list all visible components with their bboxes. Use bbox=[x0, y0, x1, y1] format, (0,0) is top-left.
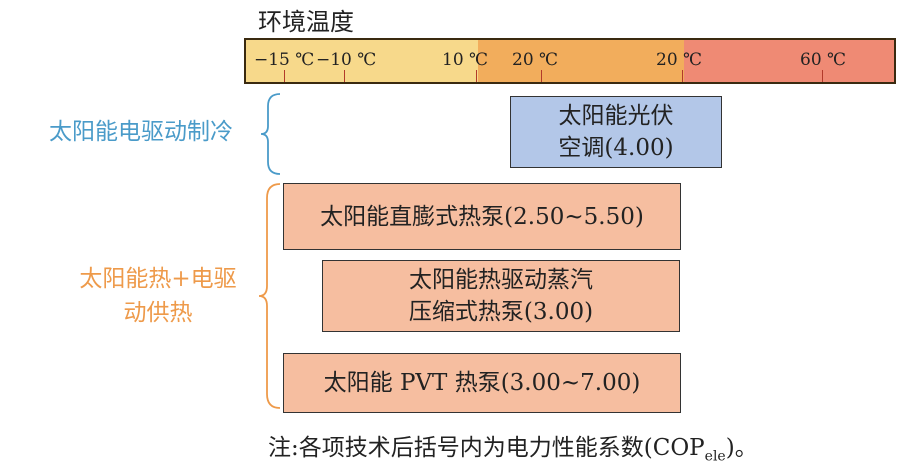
tick-label: −15 ℃ bbox=[254, 50, 315, 70]
tick-mark bbox=[541, 70, 542, 82]
temperature-ticks: −15 ℃ −10 ℃ 10 ℃ 20 ℃ 20 ℃ 60 ℃ bbox=[244, 38, 896, 84]
heating-label-line1: 太阳能热+电驱 bbox=[79, 266, 237, 292]
tick-label: −10 ℃ bbox=[316, 50, 377, 70]
cooling-group-label: 太阳能电驱动制冷 bbox=[49, 119, 233, 145]
heating-label-line2: 动供热 bbox=[123, 300, 193, 326]
direct-expansion-label: 太阳能直膨式热泵(2.50~5.50) bbox=[320, 203, 644, 230]
tick-mark bbox=[284, 70, 285, 82]
tick-mark bbox=[476, 70, 477, 82]
heating-group-label: 太阳能热+电驱 动供热 bbox=[60, 262, 256, 330]
footnote: 注:各项技术后括号内为电力性能系数(COPele)。 bbox=[268, 428, 758, 465]
note-suffix: )。 bbox=[725, 435, 758, 461]
thermal-driven-line1: 太阳能热驱动蒸汽 bbox=[409, 267, 593, 293]
tick-label: 20 ℃ bbox=[512, 50, 559, 70]
note-prefix: 注:各项技术后括号内为电力性能系数(COP bbox=[268, 435, 705, 461]
thermal-driven-heat-pump-box: 太阳能热驱动蒸汽 压缩式热泵(3.00) bbox=[322, 260, 680, 332]
note-subscript: ele bbox=[704, 448, 726, 465]
bar-segment-high bbox=[684, 40, 894, 82]
thermal-driven-line2: 压缩式热泵(3.00) bbox=[408, 299, 594, 325]
tick-label: 10 ℃ bbox=[442, 50, 489, 70]
bar-segment-mid bbox=[478, 40, 684, 82]
tick-label: 20 ℃ bbox=[656, 50, 703, 70]
tick-mark bbox=[822, 70, 823, 82]
heating-brace bbox=[258, 183, 281, 409]
cooling-brace bbox=[260, 93, 281, 175]
tick-label: 60 ℃ bbox=[800, 50, 847, 70]
pv-air-conditioner-box: 太阳能光伏 空调(4.00) bbox=[510, 96, 722, 168]
direct-expansion-heat-pump-box: 太阳能直膨式热泵(2.50~5.50) bbox=[283, 183, 681, 250]
diagram-title: 环境温度 bbox=[258, 8, 354, 36]
tick-mark bbox=[344, 70, 345, 82]
pv-ac-line2: 空调(4.00) bbox=[558, 135, 674, 161]
tick-mark bbox=[682, 70, 683, 82]
pv-ac-line1: 太阳能光伏 bbox=[558, 103, 674, 129]
pvt-label: 太阳能 PVT 热泵(3.00~7.00) bbox=[323, 370, 641, 396]
pvt-heat-pump-box: 太阳能 PVT 热泵(3.00~7.00) bbox=[283, 353, 681, 413]
